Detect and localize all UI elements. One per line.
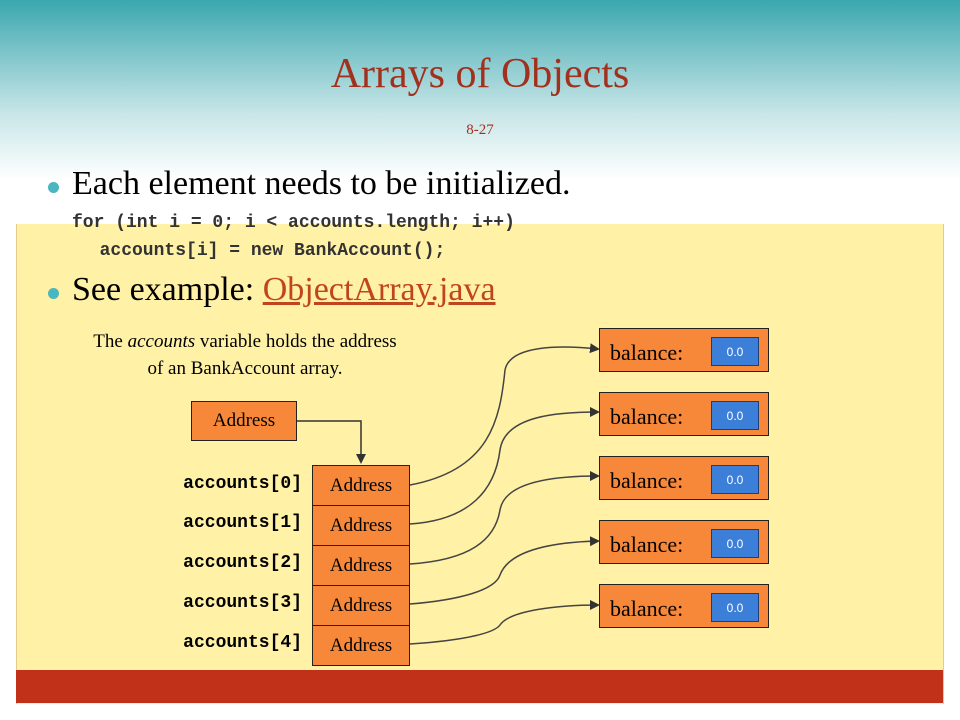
array-cell-label: Address bbox=[329, 474, 393, 496]
array-index-label: accounts[3] bbox=[183, 593, 302, 613]
array-index-label: accounts[4] bbox=[183, 633, 302, 653]
pointer-arrow-0 bbox=[409, 343, 600, 486]
array-index-label: accounts[2] bbox=[183, 553, 302, 573]
balance-field-label: balance: bbox=[610, 468, 684, 493]
code-line-2: accounts[i] = new BankAccount(); bbox=[78, 241, 446, 261]
balance-value: 0.0 bbox=[711, 465, 759, 494]
bullet-2-text: See example: ObjectArray.java bbox=[72, 271, 496, 309]
slide-title: Arrays of Objects bbox=[330, 51, 630, 97]
caption-text: variable holds the address bbox=[195, 331, 397, 352]
caption-text: of an BankAccount array. bbox=[147, 358, 343, 379]
accounts-variable-box: Address bbox=[191, 401, 297, 441]
diagram-caption: The accounts variable holds the address … bbox=[40, 328, 450, 382]
variable-to-array-arrow bbox=[297, 420, 366, 464]
array-cell-4: Address bbox=[312, 625, 410, 666]
array-cell-2: Address bbox=[312, 545, 410, 586]
bank-account-object-0: balance: 0.0 bbox=[599, 328, 769, 372]
caption-text: The bbox=[93, 331, 128, 352]
array-cell-label: Address bbox=[329, 514, 393, 536]
bank-account-object-3: balance: 0.0 bbox=[599, 520, 769, 564]
array-cell-label: Address bbox=[329, 554, 393, 576]
balance-field-label: balance: bbox=[610, 340, 684, 365]
balance-value: 0.0 bbox=[711, 401, 759, 430]
pointer-arrow-2 bbox=[409, 471, 600, 565]
example-file-link[interactable]: ObjectArray.java bbox=[262, 271, 496, 308]
bank-account-object-2: balance: 0.0 bbox=[599, 456, 769, 500]
balance-field-label: balance: bbox=[610, 404, 684, 429]
footer-bar bbox=[16, 670, 943, 703]
caption-variable-name: accounts bbox=[127, 331, 196, 352]
content-panel bbox=[16, 224, 944, 704]
array-cell-label: Address bbox=[329, 594, 393, 616]
bank-account-object-1: balance: 0.0 bbox=[599, 392, 769, 436]
balance-value: 0.0 bbox=[711, 529, 759, 558]
variable-box-label: Address bbox=[212, 410, 276, 431]
balance-value: 0.0 bbox=[711, 593, 759, 622]
pointer-arrow-1 bbox=[409, 407, 600, 525]
bullet-dot-icon bbox=[48, 288, 59, 299]
bullet-1-text: Each element needs to be initialized. bbox=[72, 165, 571, 202]
balance-field-label: balance: bbox=[610, 532, 684, 557]
bullet-dot-icon bbox=[48, 182, 59, 193]
code-line-1: for (int i = 0; i < accounts.length; i++… bbox=[72, 213, 515, 233]
slide-number: 8-27 bbox=[466, 122, 494, 138]
balance-value: 0.0 bbox=[711, 337, 759, 366]
array-cell-1: Address bbox=[312, 505, 410, 546]
pointer-arrow-3 bbox=[409, 536, 600, 605]
array-index-label: accounts[0] bbox=[183, 474, 302, 494]
bank-account-object-4: balance: 0.0 bbox=[599, 584, 769, 628]
bullet-2-prefix: See example: bbox=[72, 271, 263, 308]
array-cell-0: Address bbox=[312, 465, 410, 506]
array-cell-3: Address bbox=[312, 585, 410, 626]
pointer-arrow-4 bbox=[409, 600, 600, 645]
array-index-label: accounts[1] bbox=[183, 513, 302, 533]
balance-field-label: balance: bbox=[610, 596, 684, 621]
array-cell-label: Address bbox=[329, 634, 393, 656]
header-gradient bbox=[0, 0, 960, 225]
